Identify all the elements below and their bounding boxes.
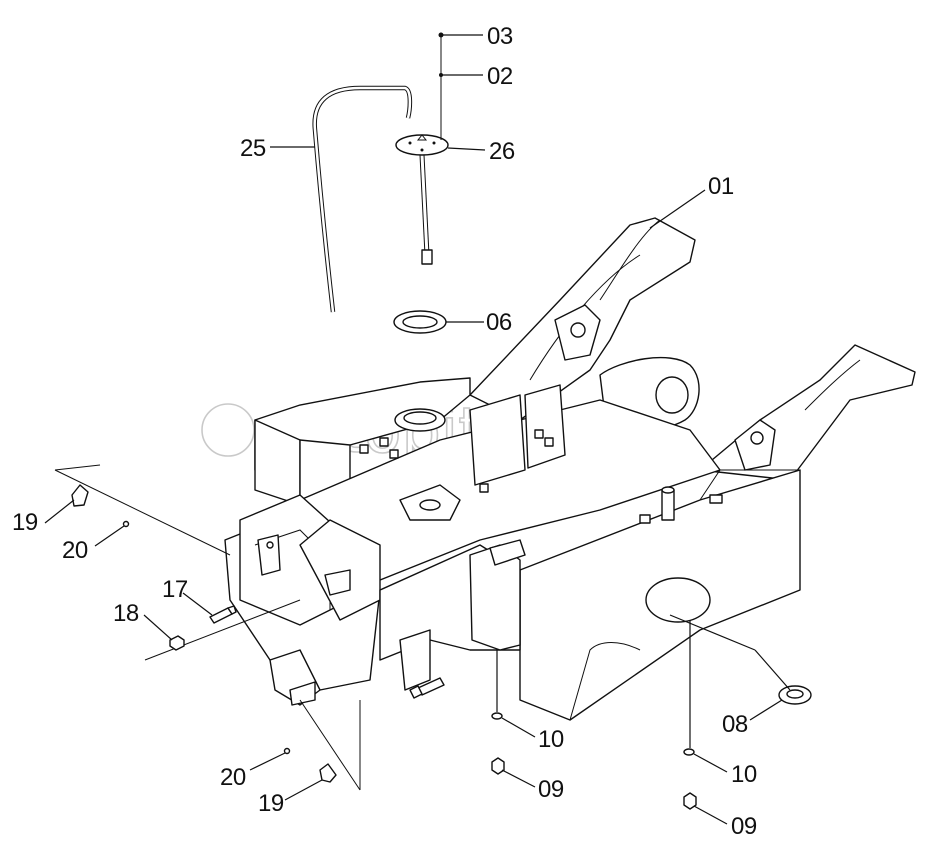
callout-25: 25 — [240, 135, 266, 162]
gasket-06 — [393, 310, 447, 334]
callout-19-bottom: 19 — [258, 790, 284, 817]
washer-10-left — [491, 712, 503, 720]
screw-02-03 — [438, 32, 444, 140]
nut-09-left — [491, 757, 505, 775]
washer-19-bottom — [319, 763, 337, 783]
callout-19-top: 19 — [12, 509, 38, 536]
bracket-outline — [54, 464, 361, 791]
callout-08: 08 — [722, 711, 748, 738]
washer-19-top — [71, 484, 89, 507]
callout-26: 26 — [489, 138, 515, 165]
nut-09-right — [683, 792, 697, 810]
callout-20-top: 20 — [62, 537, 88, 564]
bushing-08 — [778, 685, 812, 705]
nut-18 — [169, 635, 185, 651]
callout-03: 03 — [487, 23, 513, 50]
leader-lines — [44, 34, 791, 825]
callout-06: 06 — [486, 309, 512, 336]
callout-20-bottom: 20 — [220, 764, 246, 791]
callout-01: 01 — [708, 173, 734, 200]
bolt-lower — [409, 677, 445, 699]
bolt-17 — [209, 605, 237, 624]
main-frame — [224, 217, 916, 721]
callout-labels: 03 02 26 06 01 25 19 20 17 18 20 19 10 0… — [12, 23, 757, 840]
callout-18: 18 — [113, 600, 139, 627]
callout-10-left: 10 — [538, 726, 564, 753]
pin-20-top — [122, 520, 130, 528]
callout-10-right: 10 — [731, 761, 757, 788]
pin-20-bottom — [283, 747, 291, 755]
callout-02: 02 — [487, 63, 513, 90]
callout-17: 17 — [162, 576, 188, 603]
fuel-sender-26 — [395, 134, 449, 265]
washer-10-right — [683, 748, 695, 756]
callout-09-right: 09 — [731, 813, 757, 840]
callout-09-left: 09 — [538, 776, 564, 803]
hose-25 — [312, 85, 413, 313]
